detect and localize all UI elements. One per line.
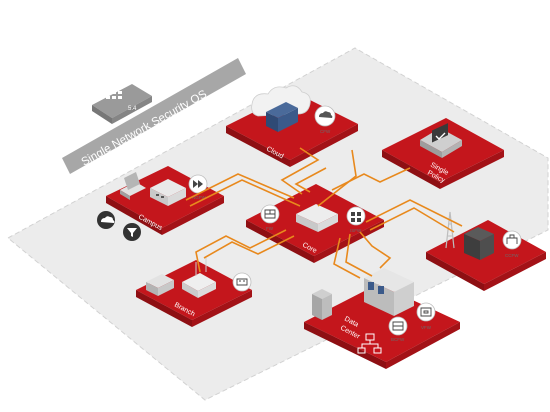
cfw-badge-label: CFW <box>320 129 331 134</box>
branch-badge <box>232 272 252 292</box>
remote-site-tile: CCFW <box>426 211 546 291</box>
link-campus-core-2 <box>189 179 301 207</box>
link-campus-core <box>185 173 295 201</box>
ngfw-badge: NGFW <box>188 174 208 200</box>
link-core-cloud <box>280 147 320 195</box>
bcfw-badge-label: BCFW <box>391 337 405 342</box>
vfw-badge-label: VFW <box>421 325 432 330</box>
brick-wall-icon <box>264 209 276 219</box>
campus-firewall-appliance <box>150 179 186 206</box>
link-core-datacenter-2 <box>345 233 373 277</box>
link-core-remote-2 <box>369 207 455 233</box>
ccfw-badge: CCFW <box>502 230 522 258</box>
network-links <box>185 147 463 279</box>
ngfw-badge-label: NGFW <box>192 195 206 200</box>
vfw-badge: VFW <box>416 302 436 330</box>
isfw-badge-label: ISFW <box>350 228 362 233</box>
datacenter-chassis-icon <box>364 268 414 316</box>
checkmark-icon <box>435 132 446 140</box>
fw-badge-label: FW <box>266 226 274 231</box>
branch-wifi-appliance <box>182 258 216 298</box>
cloud-firewall-icon <box>319 111 333 118</box>
link-core-remote <box>365 199 463 227</box>
fw-badge: FW <box>260 204 280 231</box>
fortios-logo: 5.4 <box>92 84 152 124</box>
server-rack-icon <box>464 227 494 260</box>
isfw-badge: ISFW <box>346 206 366 233</box>
cfw-badge: CFW <box>314 105 336 134</box>
branch-tile: Branch <box>136 258 252 327</box>
cloud-appliance-icon <box>251 85 311 132</box>
campus-tile: NGFW Campus <box>106 166 224 235</box>
grid-logo-icon <box>106 91 122 99</box>
campus-accessories <box>97 211 141 241</box>
campus-computer-icon <box>120 172 146 200</box>
link-core-cloud-2 <box>294 167 327 193</box>
border-firewall-icon <box>392 321 404 331</box>
policy-tile: Single Policy <box>382 118 504 189</box>
branch-printer-icon <box>146 274 174 296</box>
datacenter-server-icon <box>312 289 332 320</box>
funnel-icon <box>127 228 137 237</box>
wifi-cloud-icon <box>101 216 115 223</box>
segmentation-icon <box>351 212 361 222</box>
link-core-top <box>317 149 357 207</box>
hierarchy-icon <box>357 333 382 354</box>
core-firewall-appliance <box>296 204 338 232</box>
link-core-branch <box>195 229 287 273</box>
network-switch-icon <box>236 278 248 286</box>
virtual-firewall-icon <box>420 307 432 317</box>
os-version: 5.4 <box>128 106 137 112</box>
policy-console-icon <box>420 123 462 158</box>
bcfw-badge: BCFW <box>388 316 408 342</box>
link-core-datacenter <box>333 237 361 279</box>
fast-forward-icon <box>193 180 203 188</box>
cloud-tile: CFW Cloud <box>226 85 358 167</box>
carrier-firewall-icon <box>506 234 518 244</box>
datacenter-tile: BCFW VFW Data Center <box>304 268 460 369</box>
ccfw-badge-label: CCFW <box>505 253 519 258</box>
link-core-branch-2 <box>203 235 295 259</box>
link-core-datacenter-3 <box>359 231 392 269</box>
